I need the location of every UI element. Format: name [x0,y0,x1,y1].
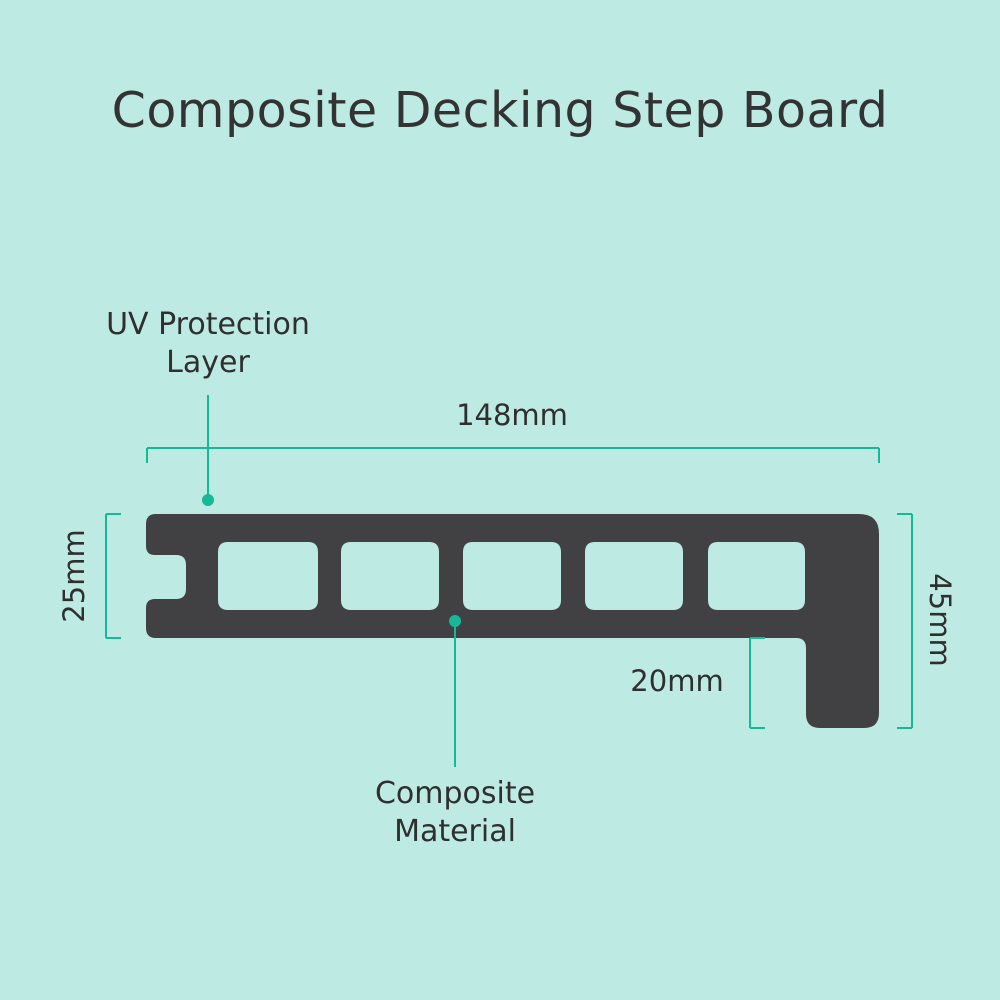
composite-callout-line-1: Composite [374,776,536,811]
nose-drop-label: 20mm [630,664,724,698]
uv-callout-line-2: Layer [166,345,250,380]
uv-callout-line-1: UV Protection [106,307,310,342]
uv-layer-marker-dot [202,494,214,506]
total-height-bracket [897,513,913,729]
uv-protection-callout: UV Protection Layer [88,306,328,382]
body-thickness-label: 25mm [57,529,91,623]
body-thickness-bracket [105,513,121,639]
width-dimension-label: 148mm [456,398,568,432]
board-profile [146,514,879,728]
nose-drop-bracket [749,637,765,729]
composite-leader [449,615,461,767]
composite-material-callout: Composite Material [335,775,575,851]
composite-callout-line-2: Material [394,814,516,849]
diagram-title: Composite Decking Step Board [111,82,889,139]
uv-layer-leader [202,395,214,506]
total-height-label: 45mm [923,573,957,667]
width-dimension-bracket [146,447,880,463]
composite-marker-dot [449,615,461,627]
